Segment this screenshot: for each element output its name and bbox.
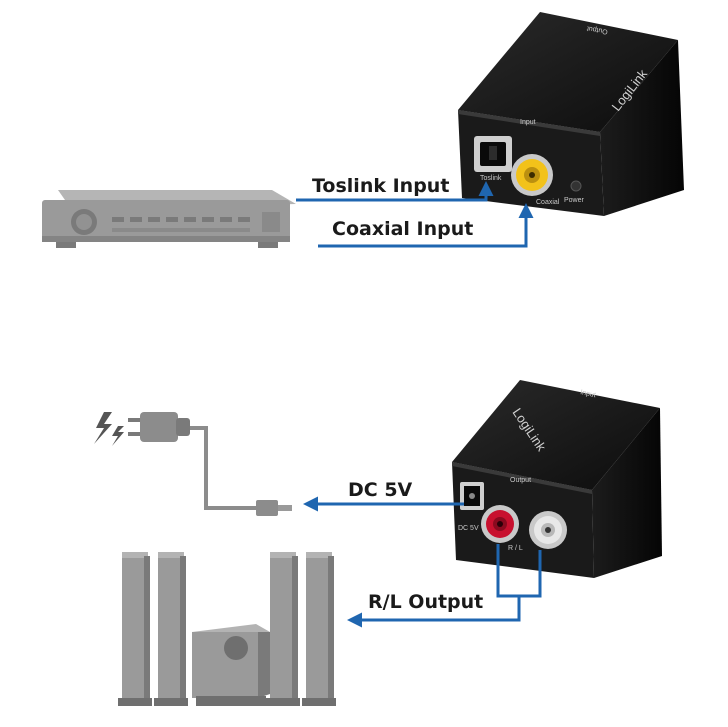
- top-edge-text: Output: [586, 24, 608, 35]
- dc-power-jack: [460, 482, 484, 510]
- toslink-port: [474, 136, 512, 172]
- input-panel-label: Input: [520, 119, 536, 126]
- toslink-cable-arrow: [296, 181, 494, 202]
- rca-white-port: [529, 511, 567, 549]
- lightning-icon: [94, 412, 124, 446]
- rl-port-label: R / L: [508, 545, 523, 552]
- coaxial-cable-arrow: [318, 203, 534, 248]
- rca-red-port: [481, 505, 519, 543]
- converter-box-output-side: Output LogiLink Input DC 5V R / L: [452, 380, 662, 578]
- coaxial-rca-port: [511, 154, 553, 196]
- coaxial-port-label: Coaxial: [536, 199, 560, 206]
- rl-cable-arrow: [347, 544, 542, 628]
- output-panel-label: Output: [510, 477, 531, 484]
- power-led: [570, 180, 582, 192]
- converter-box-input-side: Input LogiLink Output Toslink Coaxial Po…: [458, 12, 684, 216]
- av-receiver-icon: [42, 190, 296, 248]
- top-edge-text-bottom: Input: [580, 389, 597, 399]
- toslink-port-label: Toslink: [480, 175, 502, 182]
- power-plug-icon: [128, 412, 292, 516]
- dc-port-label: DC 5V: [458, 525, 479, 532]
- dc-5v-label: DC 5V: [348, 479, 413, 501]
- speaker-system-icon: [118, 552, 336, 706]
- power-led-label: Power: [564, 197, 585, 204]
- toslink-input-label: Toslink Input: [312, 175, 449, 197]
- coaxial-input-label: Coaxial Input: [332, 218, 473, 240]
- rl-output-label: R/L Output: [368, 591, 483, 613]
